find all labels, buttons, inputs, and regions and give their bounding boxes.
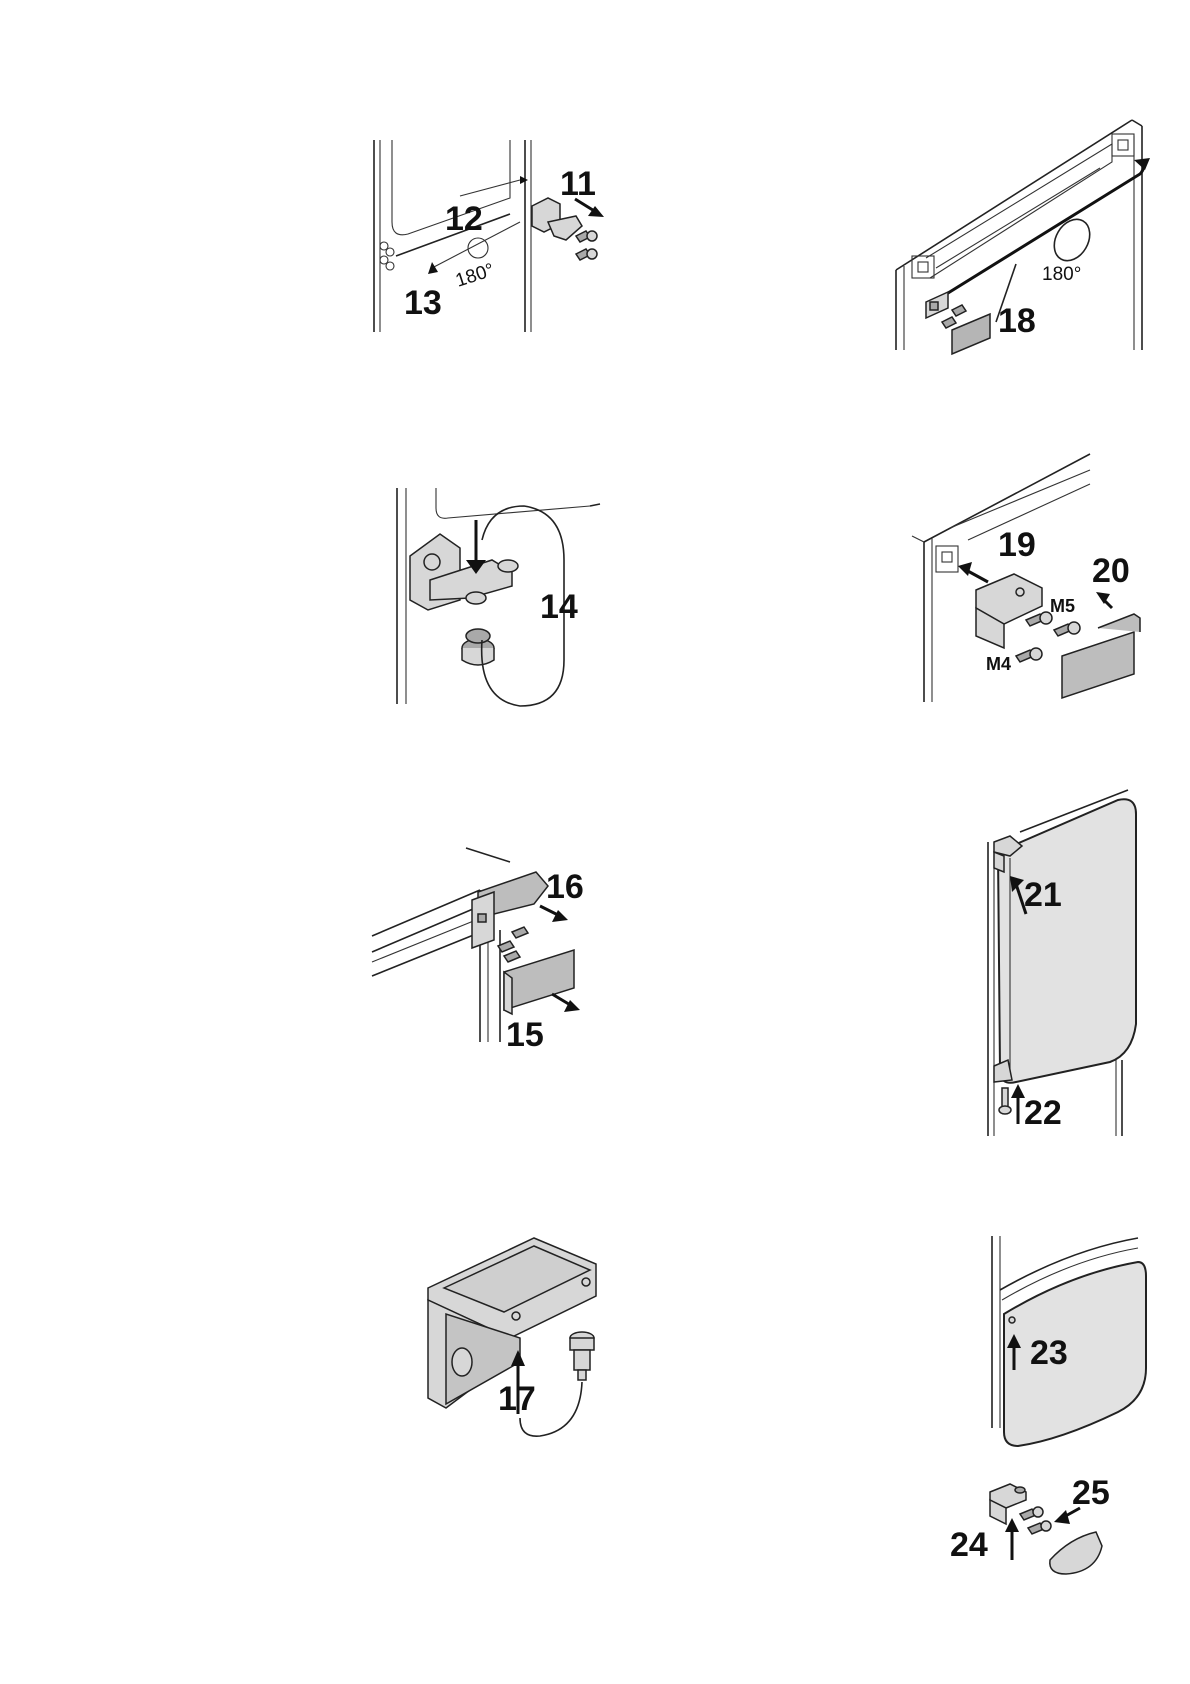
step-label-15: 15 bbox=[506, 1016, 544, 1054]
screw bbox=[940, 316, 958, 329]
hinge-cover-part bbox=[1049, 1531, 1103, 1575]
arrow-rotate-hinge bbox=[431, 221, 521, 269]
panel-steps-19-20: 19 20 M5 M4 bbox=[911, 453, 1141, 702]
arrow-insert bbox=[466, 560, 486, 574]
screw bbox=[950, 304, 968, 317]
step-label-19: 19 bbox=[998, 526, 1036, 564]
step-label-23: 23 bbox=[1030, 1334, 1068, 1372]
screw-m4 bbox=[1014, 647, 1043, 663]
hinge-plate-part bbox=[925, 290, 949, 320]
top-hinge-part bbox=[993, 835, 1024, 874]
hinge-cover-top-right bbox=[1111, 133, 1135, 157]
step-label-25: 25 bbox=[1072, 1474, 1110, 1512]
screws-pair bbox=[496, 926, 530, 963]
step-label-18: 18 bbox=[998, 302, 1036, 340]
panel-steps-15-16: 16 15 bbox=[371, 847, 584, 1054]
step-label-12: 12 bbox=[445, 200, 483, 238]
screw-holes bbox=[379, 241, 395, 271]
screws-pair bbox=[574, 230, 598, 261]
fridge-door-lower bbox=[1003, 1260, 1147, 1448]
step-label-13: 13 bbox=[404, 284, 442, 322]
panel-step-14: 14 bbox=[396, 488, 601, 707]
step-label-20: 20 bbox=[1092, 552, 1130, 590]
hinge-pin-part bbox=[569, 1331, 595, 1381]
step-label-11: 11 bbox=[560, 165, 596, 203]
hinge-pin-part bbox=[998, 1087, 1012, 1115]
hinge-part bbox=[409, 533, 519, 611]
hinge-bracket-part bbox=[531, 197, 583, 241]
screw-size-m4: M4 bbox=[986, 654, 1011, 674]
screws-m5 bbox=[1024, 611, 1081, 637]
panel-steps-11-13: 11 12 13 180° bbox=[373, 140, 604, 332]
panel-steps-23-25: 23 24 25 bbox=[950, 1236, 1147, 1575]
arrow-move-hinge bbox=[459, 179, 521, 197]
step-label-24: 24 bbox=[950, 1526, 988, 1564]
bushing-part bbox=[461, 628, 495, 666]
bottom-hinge-part bbox=[989, 1483, 1027, 1526]
screws-pair bbox=[1018, 1506, 1052, 1535]
hinge-bracket-part bbox=[975, 573, 1043, 650]
arrow-door-up bbox=[1014, 883, 1028, 915]
step-label-16: 16 bbox=[546, 868, 584, 906]
hinge-seat-top bbox=[935, 545, 959, 573]
hinge-cover-top-left bbox=[911, 255, 935, 279]
panel-step-18: 18 180° bbox=[895, 119, 1150, 356]
step-label-21: 21 bbox=[1024, 876, 1062, 914]
bottom-hinge-part bbox=[993, 1058, 1013, 1083]
panel-steps-21-22: 21 22 bbox=[987, 789, 1137, 1136]
cover-cap-part bbox=[503, 948, 575, 1016]
panel-step-17: 17 bbox=[427, 1237, 597, 1437]
hinge-cover-part bbox=[1061, 630, 1135, 700]
step-label-14: 14 bbox=[540, 588, 578, 626]
rotation-angle-label: 180° bbox=[1042, 264, 1081, 285]
hinge-cover-part bbox=[471, 871, 549, 950]
rotation-angle-label: 180° bbox=[453, 260, 497, 292]
screw-size-m5: M5 bbox=[1050, 596, 1075, 616]
step-label-17: 17 bbox=[498, 1380, 536, 1418]
fridge-door bbox=[996, 798, 1137, 1084]
cover-cap-part bbox=[951, 312, 991, 356]
arrow-attach-bracket bbox=[965, 568, 989, 584]
hinge-bracket-large-part bbox=[427, 1237, 597, 1409]
step-label-22: 22 bbox=[1024, 1094, 1062, 1132]
